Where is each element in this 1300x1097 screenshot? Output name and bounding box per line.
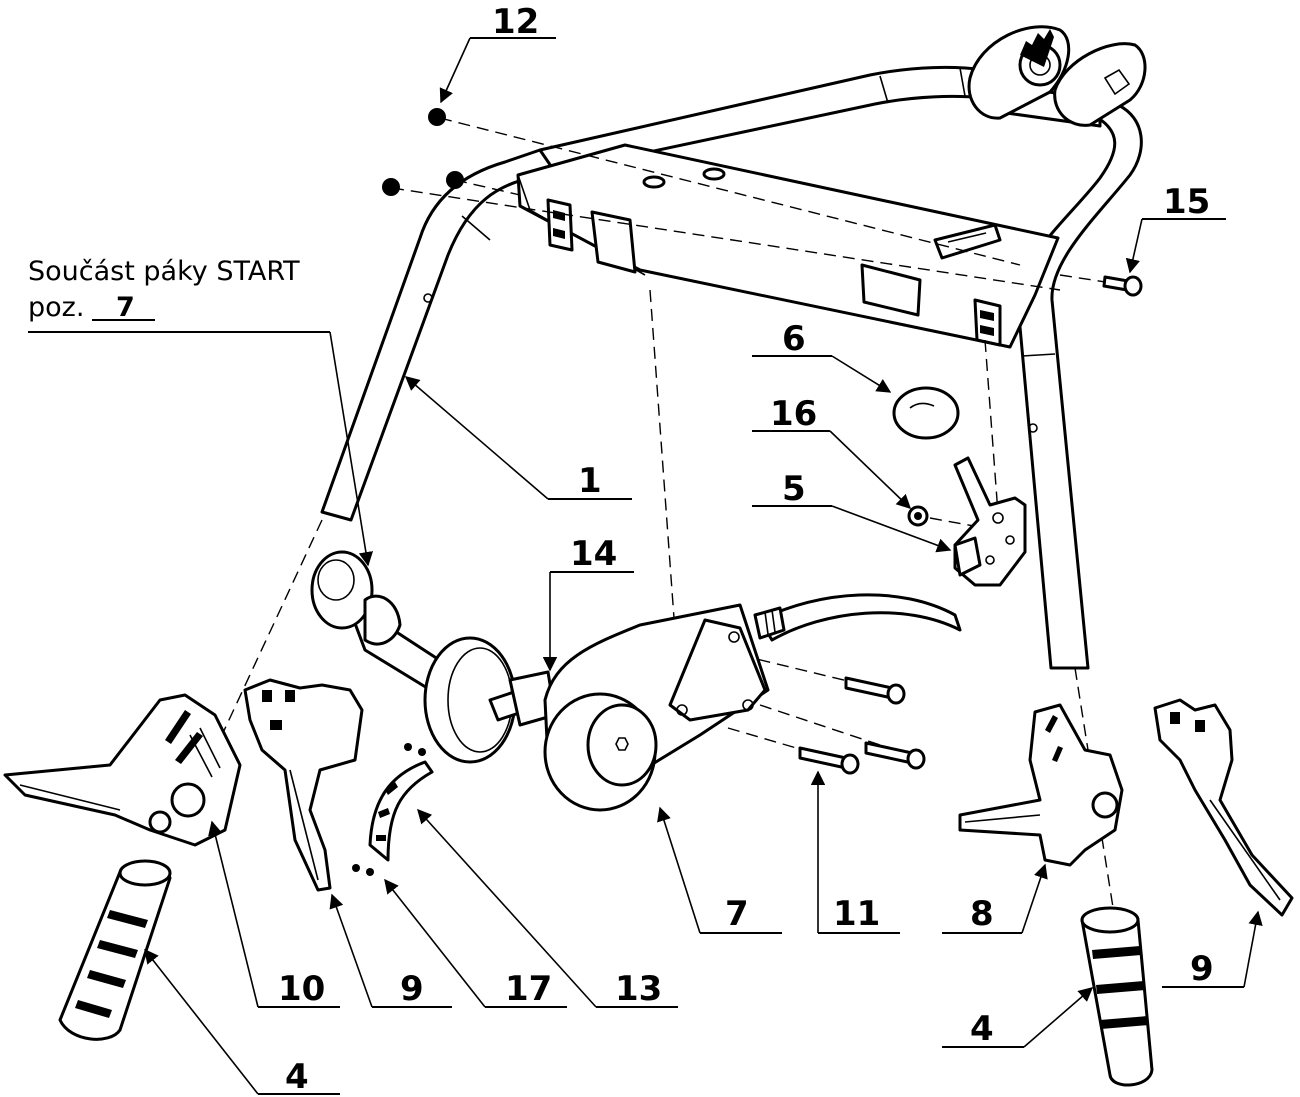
callout-4-right: 4 <box>942 987 1094 1049</box>
callout-label-17: 17 <box>505 969 552 1009</box>
right-lever-part-8 <box>958 703 1124 867</box>
left-grip-part-4 <box>58 859 172 1041</box>
callout-15: 15 <box>1125 182 1226 274</box>
note-line-2-prefix: poz. <box>28 292 84 323</box>
left-brake-lever-part-10 <box>3 693 242 847</box>
callout-label-16: 16 <box>770 394 817 434</box>
callout-14: 14 <box>542 534 634 672</box>
callout-4-left: 4 <box>144 948 340 1097</box>
callout-13: 13 <box>417 808 678 1009</box>
cross-panel <box>516 143 1060 349</box>
callout-5: 5 <box>752 469 952 553</box>
note-line-2-ref: 7 <box>116 292 135 323</box>
callout-label-5: 5 <box>782 469 806 509</box>
callout-7: 7 <box>657 806 782 934</box>
callout-label-9-right: 9 <box>1190 949 1214 989</box>
callout-label-7: 7 <box>725 894 749 934</box>
left-lever-part-9 <box>243 678 364 892</box>
callout-label-13: 13 <box>615 969 662 1009</box>
bracket-part-5 <box>953 456 1027 587</box>
handlebar-frame <box>320 25 1147 670</box>
callout-label-8: 8 <box>970 894 994 934</box>
right-grip-part-4 <box>1080 906 1154 1087</box>
callout-9-right: 9 <box>1162 910 1263 989</box>
right-lever-part-9 <box>1153 698 1294 917</box>
note-line-1: Součást páky START <box>28 256 300 287</box>
callout-label-4-right: 4 <box>970 1009 994 1049</box>
callout-16: 16 <box>752 394 912 509</box>
callout-6: 6 <box>752 319 892 393</box>
bracket-plate-part-13 <box>368 760 434 862</box>
callout-12: 12 <box>439 2 556 104</box>
start-lever-assembly <box>310 550 962 812</box>
nut-part-16 <box>907 505 929 527</box>
bolts-part-11 <box>798 676 926 775</box>
nuts-part-12 <box>382 108 464 196</box>
bolt-part-15 <box>1102 275 1143 297</box>
start-lever-note: Součást páky START poz. 7 <box>28 256 374 567</box>
callout-label-6: 6 <box>782 319 806 359</box>
callout-label-4-left: 4 <box>285 1057 309 1097</box>
callout-8: 8 <box>942 863 1048 934</box>
callout-label-9-left: 9 <box>400 969 424 1009</box>
callout-label-11: 11 <box>833 894 880 934</box>
callout-label-12: 12 <box>492 2 539 42</box>
cap-part-6 <box>892 386 960 440</box>
callout-label-1: 1 <box>578 461 602 501</box>
callout-11: 11 <box>810 770 900 934</box>
callout-10: 10 <box>208 820 340 1009</box>
callout-9-left: 9 <box>329 893 452 1009</box>
callout-label-10: 10 <box>278 969 325 1009</box>
callout-17: 17 <box>384 878 567 1009</box>
callout-1: 1 <box>404 376 632 501</box>
assembly-lines <box>214 117 1126 921</box>
callout-label-15: 15 <box>1163 182 1210 222</box>
screws-part-17 <box>352 743 426 876</box>
callout-label-14: 14 <box>570 534 617 574</box>
